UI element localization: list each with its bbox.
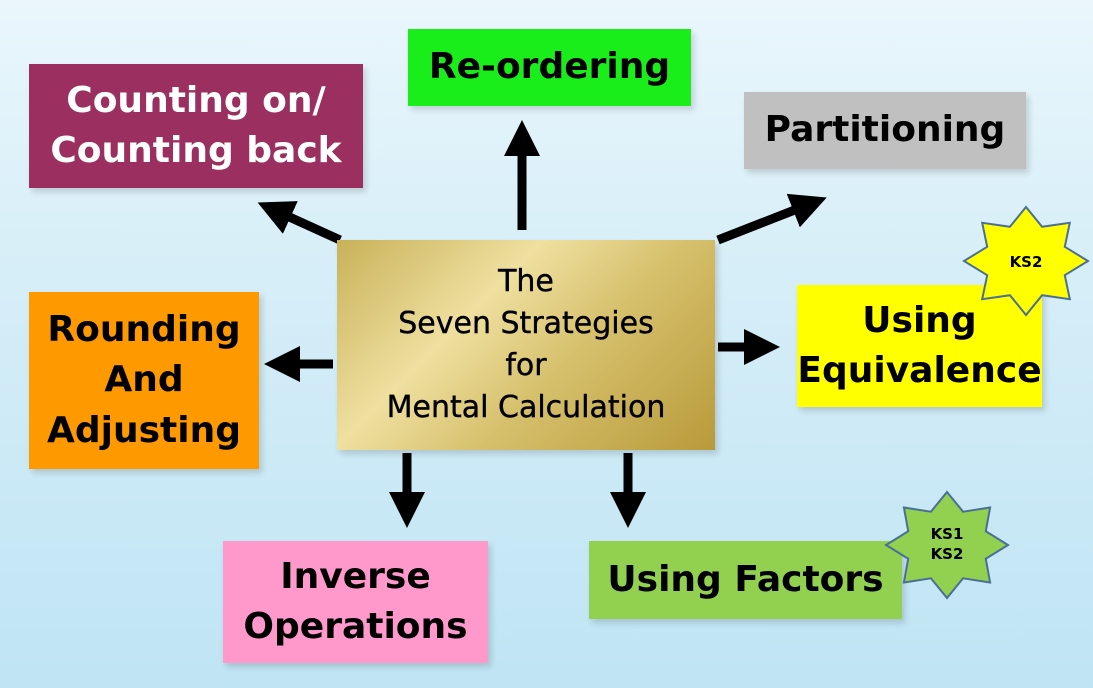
strategy-label: Re-ordering <box>428 46 671 88</box>
strategy-counting-on-back: Counting on/ Counting back <box>29 64 363 188</box>
star-badge-equivalence <box>962 205 1090 317</box>
strategy-label: Inverse Operations <box>243 555 468 647</box>
arrow-to-partitioning <box>716 193 827 245</box>
arrow-to-counting <box>257 201 342 245</box>
strategy-label: Partitioning <box>764 109 1006 151</box>
center-title: The Seven Strategies for Mental Calculat… <box>386 264 666 425</box>
star-badge-factors <box>884 490 1010 600</box>
strategy-rounding-adjusting: Rounding And Adjusting <box>29 292 259 469</box>
badge-label-factors: KS1 KS2 <box>930 524 964 563</box>
strategy-using-factors: Using Factors <box>589 541 902 619</box>
strategy-inverse-operations: Inverse Operations <box>223 541 488 663</box>
star-shape <box>962 205 1090 317</box>
strategy-label: Using Factors <box>607 558 884 600</box>
strategy-using-equivalence: Using Equivalence <box>797 285 1042 407</box>
strategy-partitioning: Partitioning <box>744 92 1026 169</box>
center-title-box: The Seven Strategies for Mental Calculat… <box>337 240 715 450</box>
strategy-label: Using Equivalence <box>797 299 1042 391</box>
strategy-re-ordering: Re-ordering <box>408 29 691 106</box>
strategy-label: Rounding And Adjusting <box>47 308 241 451</box>
star-shape <box>884 490 1010 600</box>
badge-label-equivalence: KS2 <box>1009 252 1043 271</box>
strategy-label: Counting on/ Counting back <box>50 79 342 171</box>
